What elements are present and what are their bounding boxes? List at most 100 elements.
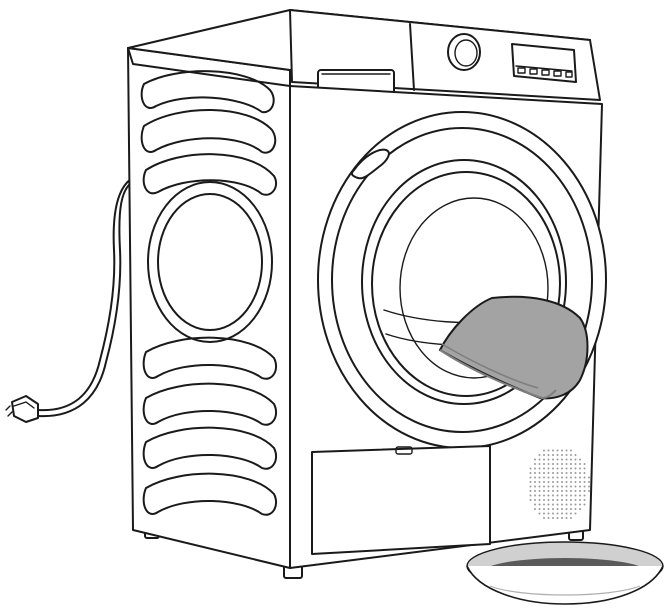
vent-dot	[538, 508, 541, 510]
vent-dot	[583, 503, 586, 506]
vent-dot	[552, 449, 554, 452]
vent-dot	[529, 467, 532, 470]
vent-dot	[556, 485, 559, 488]
vent-dot	[570, 517, 572, 519]
fluff-filter-icon	[438, 295, 589, 400]
vent-dot	[565, 476, 568, 479]
vent-dot	[556, 499, 559, 501]
vent-dot	[565, 508, 568, 510]
vent-dot	[538, 485, 541, 488]
vent-dot	[552, 517, 554, 519]
vent-dot	[574, 463, 577, 465]
vent-dot	[556, 463, 559, 465]
vent-dot	[547, 472, 550, 474]
vent-dot	[534, 472, 536, 474]
vent-dot	[579, 490, 581, 492]
vent-dot	[552, 458, 554, 461]
vent-dot	[556, 467, 559, 470]
vent-dot	[570, 512, 572, 515]
vent-dot	[561, 458, 563, 461]
vent-dot	[543, 517, 545, 519]
vent-dot	[534, 481, 536, 483]
vent-dot	[570, 458, 572, 461]
vent-dot	[547, 458, 550, 461]
vent-dot	[529, 494, 532, 497]
vent-dot	[538, 476, 541, 479]
vent-dot	[556, 503, 559, 506]
vent-dot	[556, 481, 559, 483]
vent-dot	[579, 503, 581, 506]
vent-dot	[583, 481, 586, 483]
vent-dot	[543, 463, 545, 465]
vent-dot	[579, 494, 581, 497]
vent-dot	[529, 485, 532, 488]
vent-dot	[574, 476, 577, 479]
vent-dot	[561, 472, 563, 474]
vent-dot	[574, 485, 577, 488]
vent-dot	[574, 454, 577, 456]
vent-dot	[552, 454, 554, 456]
vent-dot	[556, 512, 559, 515]
vent-dot	[529, 476, 532, 479]
vent-dot	[552, 490, 554, 492]
vent-dot	[583, 490, 586, 492]
vent-dot	[574, 467, 577, 470]
program-dial	[447, 33, 481, 71]
vent-dot	[565, 503, 568, 506]
vent-dot	[534, 499, 536, 501]
vent-dot	[565, 494, 568, 497]
vent-dot	[547, 485, 550, 488]
vent-dot	[538, 494, 541, 497]
vent-dot	[570, 508, 572, 510]
vent-dot	[547, 467, 550, 470]
vent-dot	[561, 517, 563, 519]
vent-dot	[561, 476, 563, 479]
vent-dot	[561, 508, 563, 510]
vent-dot	[556, 449, 559, 452]
vent-dot	[552, 499, 554, 501]
vent-dot	[565, 449, 568, 452]
dryer-side-panel	[127, 47, 291, 569]
vent-dot	[556, 458, 559, 461]
vent-dot	[543, 476, 545, 479]
vent-dot	[543, 481, 545, 483]
vent-dot	[543, 499, 545, 501]
vent-dot	[583, 476, 586, 479]
vent-dot	[588, 481, 590, 483]
vent-dot	[534, 458, 536, 461]
vent-dot	[561, 499, 563, 501]
vent-dot	[547, 508, 550, 510]
vent-dot	[565, 472, 568, 474]
vent-dot	[574, 458, 577, 461]
vent-dot	[529, 472, 532, 474]
vent-dot	[574, 503, 577, 506]
vent-dot	[543, 485, 545, 488]
vent-dot	[543, 503, 545, 506]
vent-dot	[579, 463, 581, 465]
vent-dot	[552, 485, 554, 488]
vent-dot	[579, 476, 581, 479]
vent-dot	[561, 454, 563, 456]
vent-dot	[556, 517, 559, 519]
vent-dot	[583, 494, 586, 497]
vent-dot	[538, 499, 541, 501]
vent-dot	[538, 463, 541, 465]
vent-dot	[543, 467, 545, 470]
vent-dot	[538, 454, 541, 456]
vent-dot	[588, 490, 590, 492]
vent-dot	[570, 490, 572, 492]
vent-dot	[538, 512, 541, 515]
vent-dot	[547, 494, 550, 497]
vent-dot	[565, 499, 568, 501]
vent-dot	[538, 490, 541, 492]
vent-dot	[561, 467, 563, 470]
vent-dot	[543, 508, 545, 510]
vent-dot	[534, 490, 536, 492]
vent-dot	[534, 503, 536, 506]
vent-dot	[552, 503, 554, 506]
vent-dot	[547, 517, 550, 519]
vent-dot	[583, 472, 586, 474]
vent-dot	[561, 512, 563, 515]
vent-dot	[538, 472, 541, 474]
